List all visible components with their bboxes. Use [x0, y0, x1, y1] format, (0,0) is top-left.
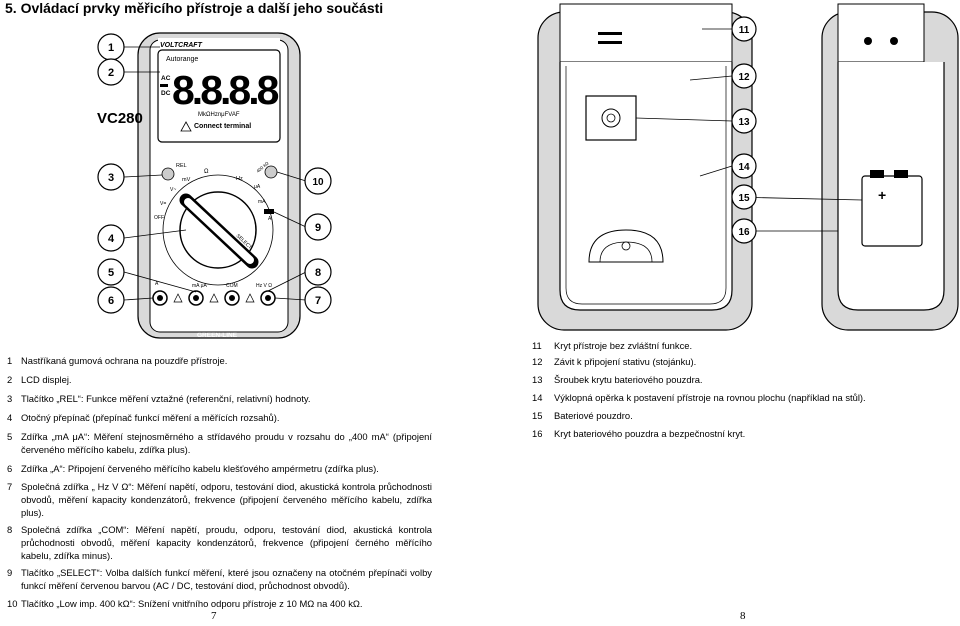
rel-label: REL — [176, 163, 187, 169]
callout-7: 7 — [304, 286, 332, 314]
callout-1: 1 — [97, 33, 125, 61]
callout-16: 16 — [731, 218, 757, 244]
svg-text:5: 5 — [108, 267, 114, 279]
svg-text:16: 16 — [738, 227, 750, 238]
warning-icon — [245, 293, 255, 303]
svg-text:Hz V Ω: Hz V Ω — [256, 283, 272, 289]
connect-terminal-text: Connect terminal — [194, 123, 251, 130]
dc-indicator: DC — [161, 90, 171, 97]
low-imp-button[interactable] — [264, 165, 278, 179]
svg-text:3: 3 — [108, 172, 114, 184]
back-top-cover — [559, 3, 733, 63]
callout-6: 6 — [97, 286, 125, 314]
svg-text:+: + — [878, 187, 886, 203]
rel-button[interactable] — [161, 167, 175, 181]
meter-front-view: VOLTCRAFT Autorange AC DC 8.8.8.8 MkΩHzn… — [97, 32, 301, 339]
svg-text:10: 10 — [312, 177, 324, 188]
svg-text:7: 7 — [315, 295, 321, 307]
svg-text:2: 2 — [108, 67, 114, 79]
svg-text:Hz: Hz — [236, 176, 243, 182]
rotary-switch[interactable]: SELECT — [162, 174, 274, 286]
autorange-indicator: Autorange — [166, 56, 198, 63]
callout-3: 3 — [97, 163, 125, 191]
svg-text:COM: COM — [226, 283, 238, 289]
svg-text:A: A — [155, 281, 159, 287]
callout-5: 5 — [97, 258, 125, 286]
ac-indicator: AC — [161, 75, 171, 82]
callout-11: 11 — [731, 16, 757, 42]
units-row: MkΩHznμFVAF — [198, 112, 240, 118]
svg-text:mA μA: mA μA — [192, 283, 207, 289]
svg-text:mA: mA — [258, 199, 266, 205]
green-line-label: GREEN-LINE — [197, 332, 238, 339]
callout-14: 14 — [731, 153, 757, 179]
warning-icon — [173, 293, 183, 303]
page-number-left: 7 — [211, 610, 217, 622]
callout-10: 10 — [304, 167, 332, 195]
lcd-display — [157, 49, 281, 143]
lcd-digits: 8.8.8.8 — [172, 67, 279, 113]
multimeter-figure: VOLTCRAFT Autorange AC DC 8.8.8.8 MkΩHzn… — [97, 3, 959, 339]
brand-logo: VOLTCRAFT — [160, 42, 203, 49]
warning-icon — [209, 293, 219, 303]
svg-text:6: 6 — [108, 295, 114, 307]
callout-12: 12 — [731, 63, 757, 89]
svg-text:9: 9 — [315, 222, 321, 234]
callout-4: 4 — [97, 224, 125, 252]
meter-back-view: + — [537, 3, 959, 331]
page-title: 5. Ovládací prvky měřicího přístroje a d… — [5, 0, 384, 16]
svg-text:V~: V~ — [170, 187, 176, 193]
model-label: VC280 — [97, 110, 143, 127]
svg-text:14: 14 — [738, 162, 750, 173]
svg-text:OFF: OFF — [154, 215, 164, 221]
callout-13: 13 — [731, 108, 757, 134]
svg-text:mV: mV — [182, 177, 191, 183]
right-callouts: 11 12 13 14 15 16 — [635, 16, 863, 244]
svg-text:V=: V= — [160, 201, 166, 207]
page-number-right: 8 — [740, 610, 746, 622]
callout-15: 15 — [731, 184, 757, 210]
tripod-thread — [601, 108, 621, 128]
svg-text:A: A — [268, 216, 272, 222]
svg-text:15: 15 — [738, 193, 750, 204]
svg-text:Ω: Ω — [204, 169, 209, 175]
svg-text:1: 1 — [108, 42, 114, 54]
select-button[interactable] — [264, 209, 274, 214]
left-callouts: 1 2 3 4 5 6 10 9 8 7 — [97, 33, 332, 314]
battery — [861, 175, 923, 247]
callout-8: 8 — [304, 258, 332, 286]
battery-screw — [621, 241, 631, 251]
svg-text:11: 11 — [739, 25, 750, 36]
svg-text:8: 8 — [315, 267, 321, 279]
callout-9: 9 — [304, 213, 332, 241]
svg-text:13: 13 — [738, 117, 750, 128]
callout-2: 2 — [97, 58, 125, 86]
svg-text:4: 4 — [108, 233, 115, 245]
svg-text:12: 12 — [738, 72, 750, 83]
svg-text:μA: μA — [254, 184, 261, 190]
